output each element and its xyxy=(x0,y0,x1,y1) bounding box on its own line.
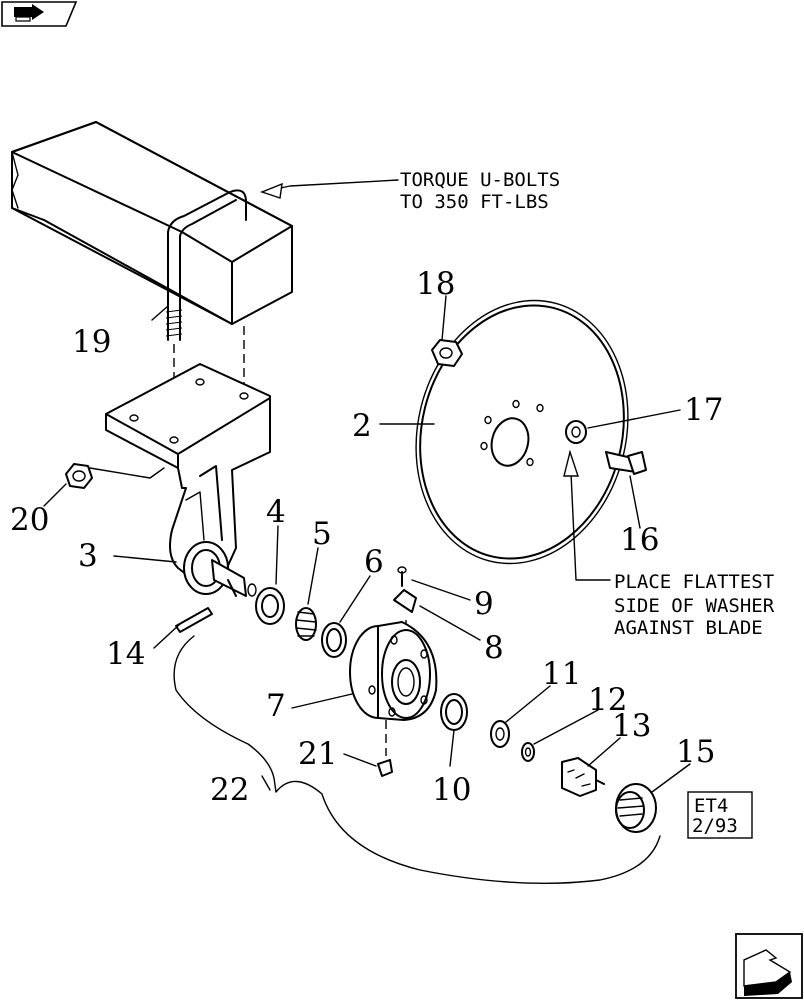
callout-11: 11 xyxy=(542,656,581,692)
callout-7: 7 xyxy=(266,688,286,724)
callout-18: 18 xyxy=(416,266,455,302)
callout-14: 14 xyxy=(106,636,145,672)
bolt-16 xyxy=(605,451,647,475)
hex-nut-18 xyxy=(431,339,463,367)
torque-note: TORQUE U-BOLTS TO 350 FT-LBS xyxy=(400,169,560,213)
callout-8: 8 xyxy=(484,630,504,666)
callout-21: 21 xyxy=(298,736,337,772)
stamp-line-1: ET4 xyxy=(694,795,728,817)
hub-7 xyxy=(349,621,438,756)
cotter-pin xyxy=(175,607,213,633)
seal-6 xyxy=(321,622,347,658)
callout-9: 9 xyxy=(474,586,494,622)
bearing-cup-4 xyxy=(255,587,285,625)
hex-nut-20 xyxy=(65,463,165,489)
mounting-plate-arm xyxy=(105,363,271,597)
callout-6: 6 xyxy=(364,544,384,580)
washer-12 xyxy=(521,742,535,762)
callout-22: 22 xyxy=(210,772,249,808)
washer-arrowhead xyxy=(563,449,579,477)
callout-3: 3 xyxy=(78,538,98,574)
torque-note-line-1: TORQUE U-BOLTS xyxy=(400,169,560,191)
return-arrow-icon[interactable] xyxy=(1,1,78,27)
callout-17: 17 xyxy=(684,392,723,428)
next-page-arrow-icon[interactable] xyxy=(735,933,803,999)
washer-note-line-2: SIDE OF WASHER xyxy=(614,595,775,617)
leader-lines xyxy=(43,179,691,793)
callout-10: 10 xyxy=(432,772,471,808)
callout-4: 4 xyxy=(266,494,286,530)
bearing-11 xyxy=(490,720,510,748)
callout-12: 12 xyxy=(588,682,627,718)
washer-note-line-1: PLACE FLATTEST xyxy=(614,571,774,593)
callout-20: 20 xyxy=(10,502,49,538)
assembly-boundary-22 xyxy=(173,635,661,885)
callout-19: 19 xyxy=(72,324,111,360)
drawing-stamp: ET4 2/93 xyxy=(687,791,753,839)
castle-nut-13 xyxy=(561,757,605,797)
callout-numbers: 2 3 4 5 6 7 8 9 10 11 12 13 14 15 16 17 … xyxy=(10,266,723,808)
torque-note-line-2: TO 350 FT-LBS xyxy=(400,191,549,213)
frame-tube xyxy=(11,121,293,325)
washer-note-line-3: AGAINST BLADE xyxy=(614,617,763,639)
bearing-cone-5 xyxy=(295,607,317,641)
dust-cap-15 xyxy=(615,783,657,833)
callout-13: 13 xyxy=(612,708,651,744)
washer-note: PLACE FLATTEST SIDE OF WASHER AGAINST BL… xyxy=(614,571,775,639)
callout-5: 5 xyxy=(312,516,332,552)
torque-arrowhead xyxy=(259,182,283,199)
callout-16: 16 xyxy=(620,522,659,558)
grease-fitting-21 xyxy=(377,759,393,777)
disc-blade-2 xyxy=(415,299,629,565)
stamp-line-2: 2/93 xyxy=(692,815,738,837)
callout-2: 2 xyxy=(352,408,372,444)
washer-17 xyxy=(565,420,587,444)
bearing-cup-10 xyxy=(440,693,468,731)
callout-15: 15 xyxy=(676,734,715,770)
